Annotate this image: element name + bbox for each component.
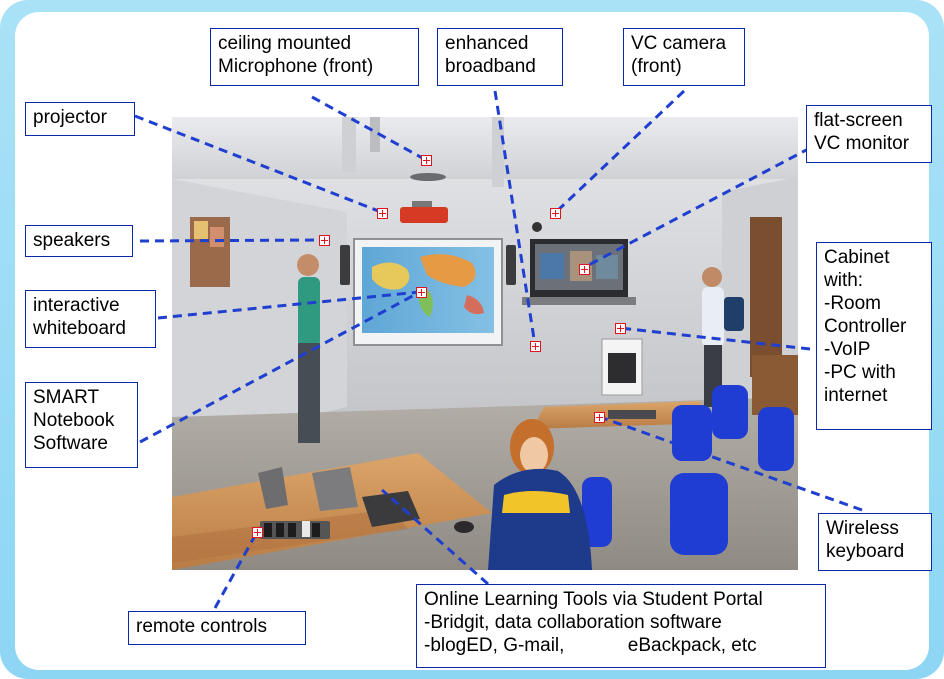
marker-speakers: [319, 235, 330, 246]
label-ceiling-microphone: ceiling mounted Microphone (front): [210, 28, 419, 86]
marker-interactive-whiteboard: [416, 287, 427, 298]
label-flat-screen-monitor: flat-screen VC monitor: [806, 105, 932, 163]
label-online-learning-tools: Online Learning Tools via Student Portal…: [416, 584, 826, 668]
marker-vc-camera: [550, 208, 561, 219]
label-projector: projector: [25, 102, 135, 136]
label-enhanced-broadband: enhanced broadband: [437, 28, 563, 86]
label-speakers: speakers: [25, 225, 133, 257]
label-cabinet: Cabinet with: -Room Controller -VoIP -PC…: [816, 242, 932, 430]
marker-remote-controls: [252, 527, 263, 538]
marker-projector: [377, 208, 388, 219]
label-interactive-whiteboard: interactive whiteboard: [25, 290, 156, 348]
marker-cabinet: [615, 323, 626, 334]
marker-enhanced-broadband: [530, 341, 541, 352]
label-wireless-keyboard: Wireless keyboard: [818, 513, 932, 571]
classroom-photo: [172, 117, 798, 570]
marker-wireless-keyboard: [594, 412, 605, 423]
marker-ceiling-microphone: [421, 155, 432, 166]
teacher-figure: [297, 254, 319, 276]
label-remote-controls: remote controls: [128, 611, 306, 645]
label-vc-camera: VC camera (front): [623, 28, 745, 86]
label-smart-notebook: SMART Notebook Software: [25, 382, 138, 468]
marker-flat-screen-monitor: [579, 264, 590, 275]
projector-unit: [400, 207, 448, 223]
